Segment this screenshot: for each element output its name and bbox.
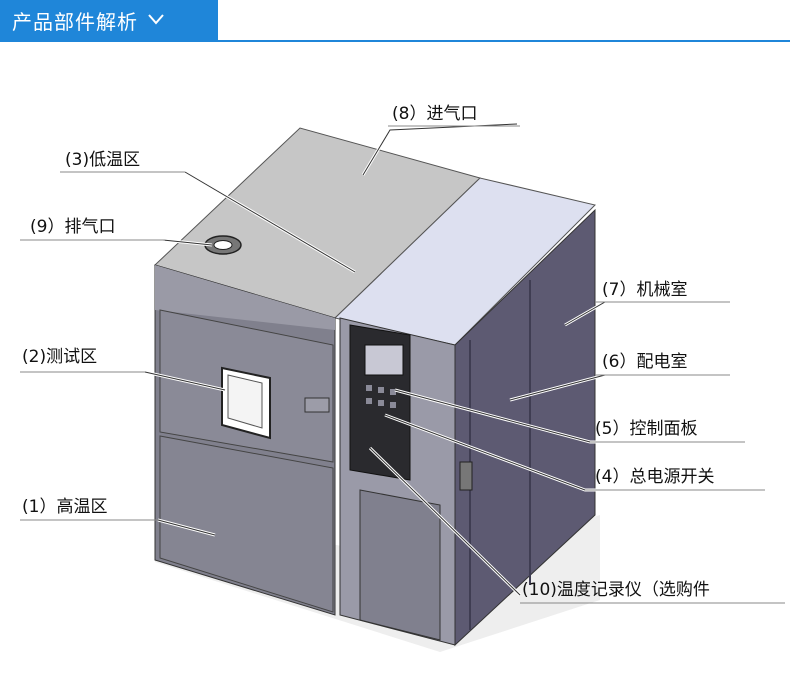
callout-p6: (6）配电室 — [602, 352, 688, 372]
callout-p8: (8）进气口 — [392, 104, 478, 124]
header-banner[interactable]: 产品部件解析 — [0, 0, 218, 41]
callout-p5: (5）控制面板 — [595, 419, 698, 439]
callout-p1: (1）高温区 — [22, 497, 108, 517]
control-screen — [364, 344, 404, 376]
control-buttons — [366, 385, 396, 408]
callout-p9: (9）排气口 — [30, 217, 116, 237]
high-temp-zone — [159, 435, 334, 613]
chevron-down-icon[interactable] — [148, 13, 164, 28]
front-top-band — [155, 265, 335, 330]
header-title: 产品部件解析 — [12, 10, 138, 34]
callout-p10: (10)温度记录仪（选购件 — [522, 580, 710, 600]
callout-p7: (7）机械室 — [602, 280, 688, 300]
header-underline — [0, 40, 790, 42]
callout-p2: (2)测试区 — [22, 347, 98, 367]
callout-underlines — [20, 125, 785, 604]
callout-p4: (4）总电源开关 — [595, 467, 715, 487]
lower-cabinet-door — [359, 489, 441, 641]
callout-p3: (3)低温区 — [65, 150, 141, 170]
window-frame — [227, 374, 263, 429]
door-handle — [304, 397, 330, 413]
side-latch — [459, 461, 473, 491]
